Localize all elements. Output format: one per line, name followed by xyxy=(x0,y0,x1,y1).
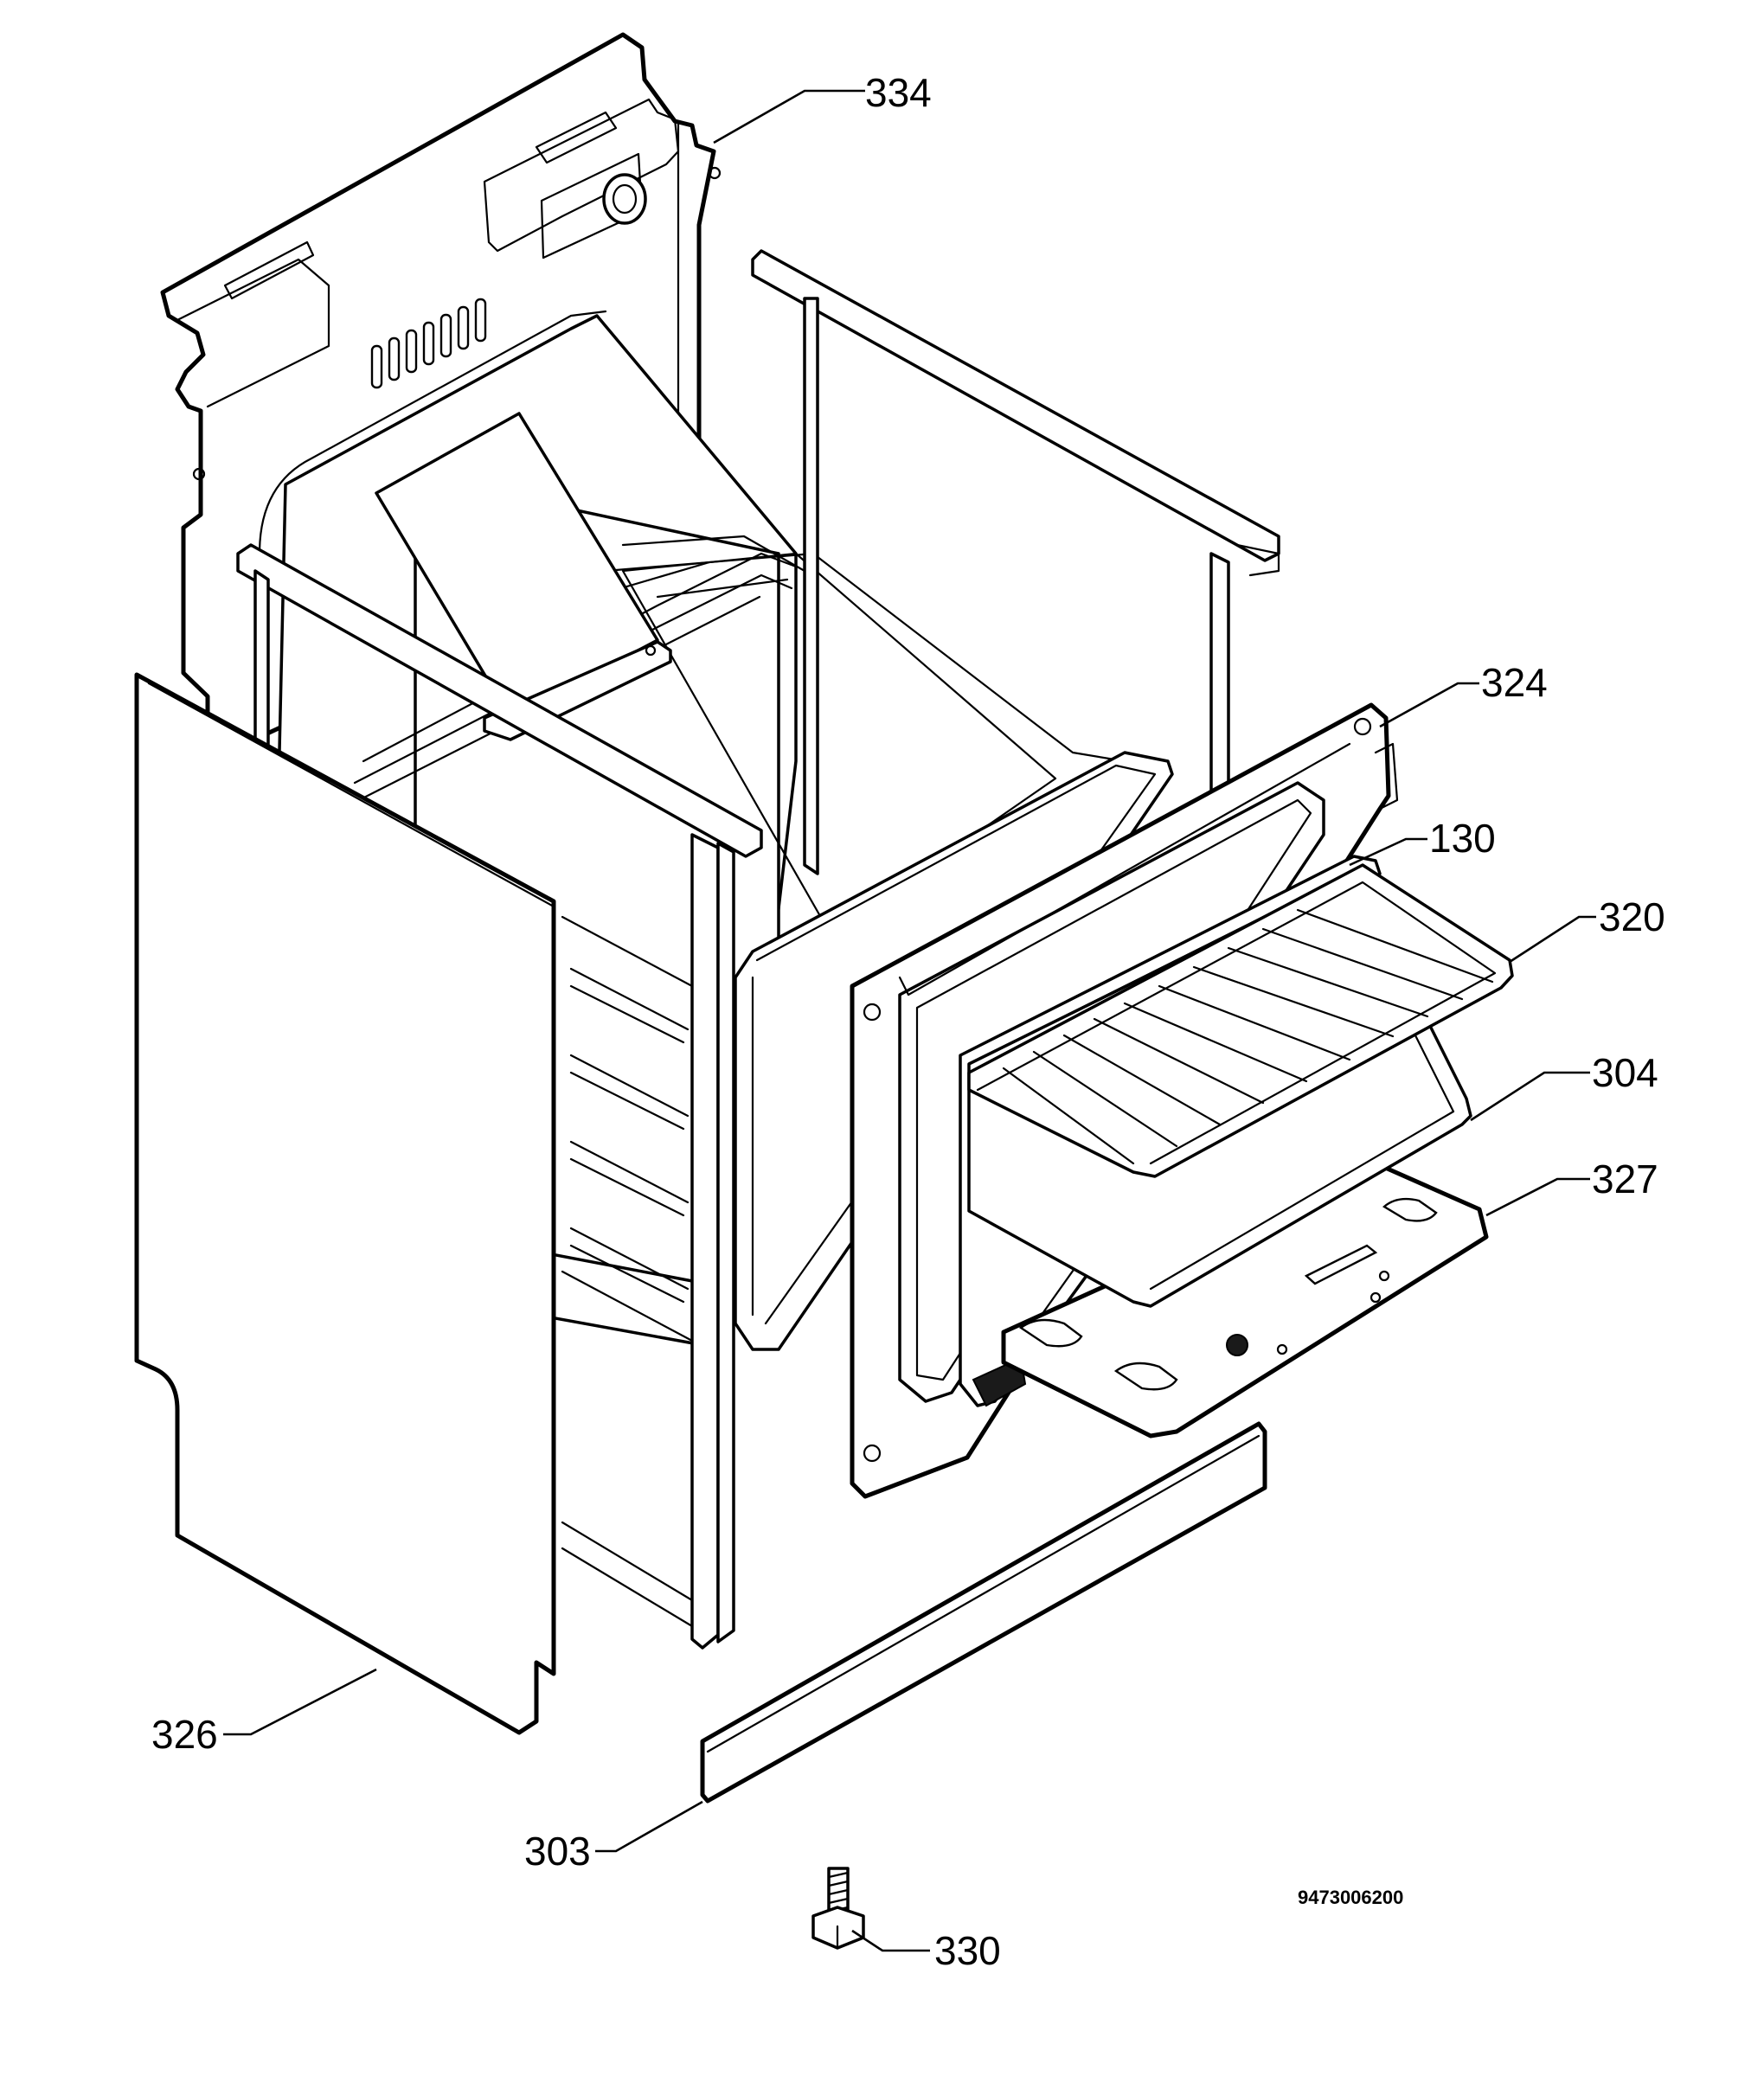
callout-327: 327 xyxy=(1592,1157,1658,1201)
callout-304: 304 xyxy=(1592,1050,1658,1095)
plinth-part xyxy=(700,1421,1267,1804)
callout-320: 320 xyxy=(1599,894,1665,939)
oven-shelf-part xyxy=(967,863,1514,1178)
side-panel-part xyxy=(134,672,556,1735)
top-rail-right xyxy=(751,249,1280,875)
adjustable-foot-part xyxy=(811,1867,865,1950)
bottom-plate-part xyxy=(1001,1161,1489,1438)
callout-303: 303 xyxy=(524,1829,591,1874)
callout-324: 324 xyxy=(1481,660,1548,705)
callout-326: 326 xyxy=(151,1712,218,1757)
callout-labels: 334 324 130 320 304 327 326 303 330 9473… xyxy=(151,70,1665,1973)
drawing-number: 9473006200 xyxy=(1298,1887,1403,1908)
shelf-runners xyxy=(561,915,694,1304)
callout-330: 330 xyxy=(934,1928,1001,1973)
callout-130: 130 xyxy=(1429,816,1496,861)
callout-334: 334 xyxy=(865,70,932,115)
callout-leaders xyxy=(223,89,1596,1952)
